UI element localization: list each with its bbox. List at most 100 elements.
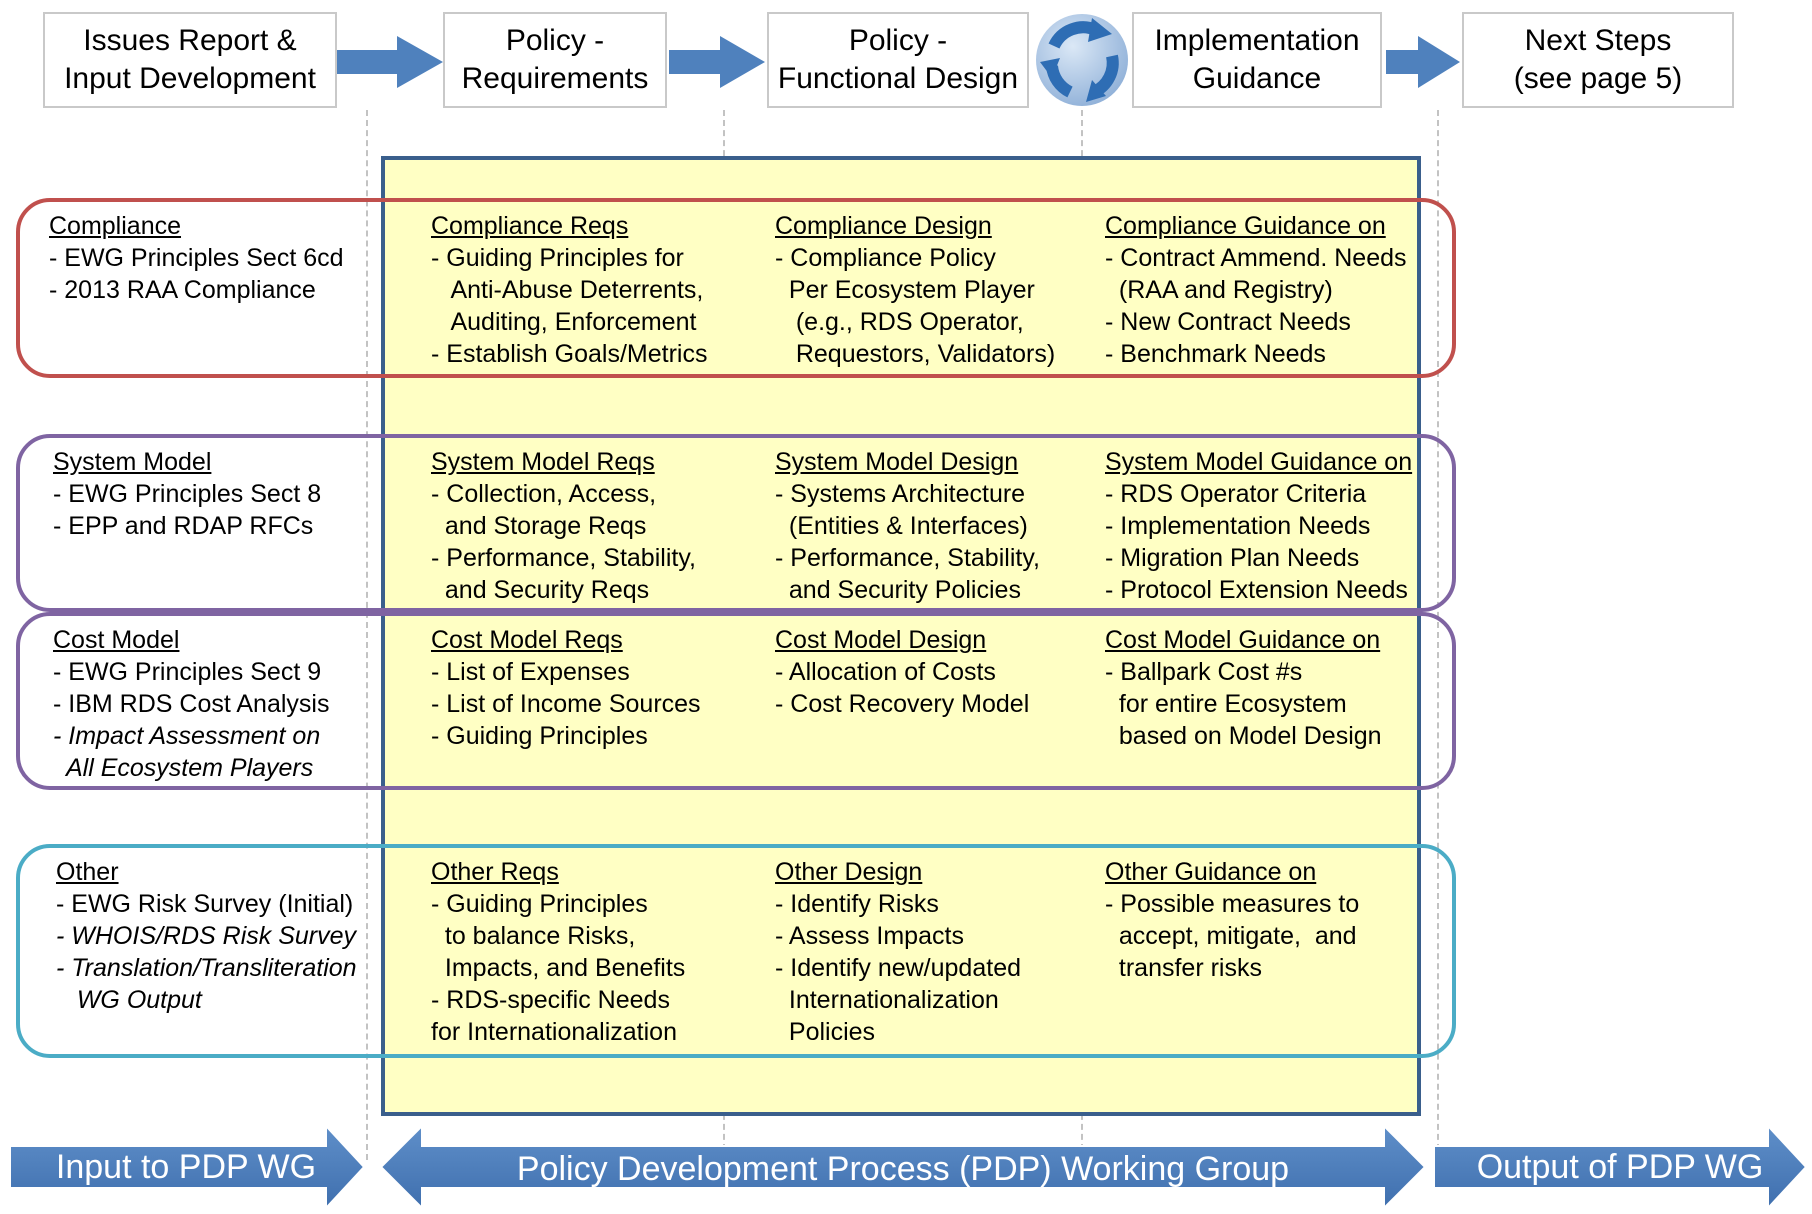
cell-line: - Collection, Access, [431, 480, 657, 508]
stage-label: Policy - Requirements [461, 24, 649, 95]
pdp-arrow-label: Policy Development Process (PDP) Working… [516, 1150, 1290, 1188]
cell-line: Auditing, Enforcement [431, 308, 697, 336]
cell-line: and Security Policies [775, 576, 1021, 604]
cell-title: Other Design [775, 858, 923, 886]
cell-title: Compliance [49, 212, 182, 240]
cell-title: Cost Model Guidance on [1105, 626, 1381, 654]
cell-title: System Model Guidance on [1105, 448, 1413, 476]
cell-line: - Establish Goals/Metrics [431, 340, 708, 368]
cell-line: - Guiding Principles for [431, 244, 684, 272]
cell-cost-model-design: Cost Model Design - Allocation of Costs … [775, 624, 1029, 720]
cell-line: - Translation/Transliteration [56, 954, 357, 982]
cell-line: - Identify new/updated [775, 954, 1021, 982]
cell-system-model-reqs: System Model Reqs - Collection, Access, … [431, 446, 696, 606]
cell-line: to balance Risks, [431, 922, 636, 950]
cell-line: - Systems Architecture [775, 480, 1026, 508]
flow-arrows [337, 36, 1460, 88]
cell-line: - Implementation Needs [1105, 512, 1371, 540]
pdp-double-arrow-shape [379, 1123, 1427, 1211]
cell-line: Anti-Abuse Deterrents, [431, 276, 704, 304]
cell-line: - Possible measures to [1105, 890, 1360, 918]
arrow-right-icon [1386, 36, 1460, 88]
cell-line: Impacts, and Benefits [431, 954, 686, 982]
cell-line: - RDS Operator Criteria [1105, 480, 1367, 508]
cell-title: System Model Design [775, 448, 1019, 476]
cycle-refresh-icon [1036, 14, 1128, 106]
cell-line: - New Contract Needs [1105, 308, 1351, 336]
row-frame-compliance [16, 198, 1456, 378]
cell-title: Compliance Guidance on [1105, 212, 1386, 240]
cell-line: - EWG Principles Sect 8 [53, 480, 322, 508]
cell-title: Cost Model Design [775, 626, 987, 654]
stage-implementation-guidance: Implementation Guidance [1132, 12, 1382, 108]
cell-compliance-reqs: Compliance Reqs - Guiding Principles for… [431, 210, 707, 370]
cell-line: and Storage Reqs [431, 512, 647, 540]
cell-other-input: Other - EWG Risk Survey (Initial) - WHOI… [56, 856, 357, 1016]
cell-line: - Protocol Extension Needs [1105, 576, 1408, 604]
cell-line: - Guiding Principles [431, 722, 648, 750]
arrow-right-icon [669, 36, 765, 88]
stage-functional-design: Policy - Functional Design [767, 12, 1029, 108]
cell-line: (RAA and Registry) [1105, 276, 1333, 304]
cell-line: - EWG Risk Survey (Initial) [56, 890, 354, 918]
cell-title: Other [56, 858, 119, 886]
cell-line: (Entities & Interfaces) [775, 512, 1028, 540]
cell-line: - EWG Principles Sect 6cd [49, 244, 344, 272]
cell-line: - EWG Principles Sect 9 [53, 658, 322, 686]
cell-line: - Allocation of Costs [775, 658, 996, 686]
cell-cost-model-reqs: Cost Model Reqs - List of Expenses - Lis… [431, 624, 701, 752]
cell-compliance-design: Compliance Design - Compliance Policy Pe… [775, 210, 1055, 370]
stage-issues-report: Issues Report & Input Development [43, 12, 337, 108]
cell-line: WG Output [56, 986, 202, 1014]
arrow-right-icon [337, 36, 443, 88]
cell-line: - Guiding Principles [431, 890, 648, 918]
cell-title: Cost Model Reqs [431, 626, 623, 654]
cell-line: accept, mitigate, and [1105, 922, 1357, 950]
cell-line: and Security Reqs [431, 576, 650, 604]
cell-line: Per Ecosystem Player [775, 276, 1035, 304]
stage-policy-requirements: Policy - Requirements [443, 12, 667, 108]
stage-label: Next Steps (see page 5) [1513, 24, 1683, 95]
stage-label: Issues Report & Input Development [64, 24, 316, 95]
cell-line: - Migration Plan Needs [1105, 544, 1360, 572]
cell-line: transfer risks [1105, 954, 1262, 982]
cell-line: Policies [775, 1018, 876, 1046]
cell-compliance-input: Compliance - EWG Principles Sect 6cd - 2… [49, 210, 344, 306]
output-arrow-shape [1433, 1123, 1808, 1211]
cell-title: Other Guidance on [1105, 858, 1317, 886]
cell-line: - 2013 RAA Compliance [49, 276, 316, 304]
cell-line: Internationalization [775, 986, 999, 1014]
row-frame-cost-model [16, 612, 1456, 790]
cell-line: - EPP and RDAP RFCs [53, 512, 314, 540]
cell-title: Compliance Design [775, 212, 992, 240]
cell-other-reqs: Other Reqs - Guiding Principles to balan… [431, 856, 685, 1048]
pdp-working-area [381, 156, 1421, 1116]
stage-label: Implementation Guidance [1154, 24, 1360, 95]
cell-line: - Ballpark Cost #s [1105, 658, 1303, 686]
stage-next-steps: Next Steps (see page 5) [1462, 12, 1734, 108]
cell-line: for entire Ecosystem [1105, 690, 1347, 718]
cell-line: - Impact Assessment on [53, 722, 321, 750]
cell-line: - IBM RDS Cost Analysis [53, 690, 330, 718]
cell-cost-model-input: Cost Model - EWG Principles Sect 9 - IBM… [53, 624, 329, 784]
cell-title: Cost Model [53, 626, 180, 654]
cell-other-design: Other Design - Identify Risks - Assess I… [775, 856, 1021, 1048]
bottom-arrows [9, 1123, 1808, 1211]
cell-line: - Contract Ammend. Needs [1105, 244, 1407, 272]
input-arrow-label: Input to PDP WG [55, 1148, 317, 1186]
cell-line: - Performance, Stability, [775, 544, 1040, 572]
cell-line: based on Model Design [1105, 722, 1382, 750]
cell-title: System Model Reqs [431, 448, 655, 476]
cell-line: - Compliance Policy [775, 244, 996, 272]
cell-line: - List of Expenses [431, 658, 630, 686]
cell-system-model-guidance: System Model Guidance on - RDS Operator … [1105, 446, 1412, 606]
stage-label: Policy - Functional Design [777, 24, 1019, 95]
cell-line: - Identify Risks [775, 890, 939, 918]
column-divider [366, 110, 368, 1160]
cell-line: All Ecosystem Players [53, 754, 314, 782]
row-frame-system-model [16, 434, 1456, 612]
cell-line: - List of Income Sources [431, 690, 701, 718]
cell-title: System Model [53, 448, 212, 476]
cell-line: - WHOIS/RDS Risk Survey [56, 922, 357, 950]
cell-line: Requestors, Validators) [775, 340, 1056, 368]
